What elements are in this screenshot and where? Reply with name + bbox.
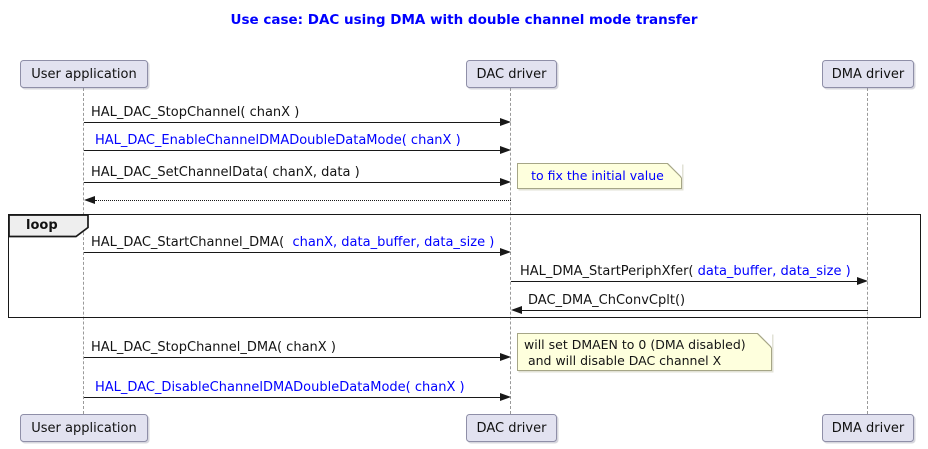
message-arrow-ch-conv-cplt (522, 310, 868, 311)
message-label-stop-channel: HAL_DAC_StopChannel( chanX ) (91, 105, 299, 120)
label-black-part: DAC_DMA_ChConvCplt() (528, 293, 686, 308)
participant-dma-driver-bottom: DMA driver (822, 414, 914, 442)
message-arrow-stop-channel-dma (84, 357, 501, 358)
lifeline-user-application (83, 88, 84, 414)
participant-user-application-top: User application (20, 60, 148, 88)
diagram-title: Use case: DAC using DMA with double chan… (230, 12, 698, 28)
message-label-start-periph-xfer: HAL_DMA_StartPeriphXfer( data_buffer, da… (520, 264, 851, 279)
participant-label: DMA driver (831, 66, 905, 82)
label-black-part: HAL_DAC_StartChannel_DMA( (91, 235, 289, 250)
message-label-disable-double-data-mode: HAL_DAC_DisableChannelDMADoubleDataMode(… (95, 380, 465, 395)
message-arrow-enable-double-data-mode (84, 150, 501, 151)
message-arrow-start-periph-xfer (511, 281, 858, 282)
arrowhead-right-icon (500, 118, 511, 126)
participant-label: DAC driver (476, 66, 547, 82)
loop-frame-tab (8, 214, 89, 238)
message-label-stop-channel-dma: HAL_DAC_StopChannel_DMA( chanX ) (91, 340, 336, 355)
note-text: to fix the initial value (531, 168, 664, 183)
message-arrow-set-channel-data (84, 182, 501, 183)
participant-dma-driver-top: DMA driver (822, 60, 914, 88)
message-arrow-start-channel-dma (84, 252, 501, 253)
return-arrow (95, 200, 511, 201)
note-text-line1: will set DMAEN to 0 (DMA disabled) (524, 337, 746, 352)
message-arrow-stop-channel (84, 122, 501, 123)
note-initial-value: to fix the initial value (517, 163, 682, 189)
arrowhead-right-icon (500, 248, 511, 256)
loop-frame (8, 214, 921, 318)
note-fold-icon (667, 163, 682, 178)
arrowhead-right-icon (500, 146, 511, 154)
message-label-start-channel-dma: HAL_DAC_StartChannel_DMA( chanX, data_bu… (91, 235, 494, 250)
arrowhead-right-icon (857, 277, 868, 285)
message-label-ch-conv-cplt: DAC_DMA_ChConvCplt() (528, 293, 685, 308)
label-blue-part: chanX, data_buffer, data_size ) (288, 235, 495, 250)
loop-frame-label: loop (26, 218, 58, 233)
arrowhead-right-icon (500, 393, 511, 401)
message-arrow-disable-double-data-mode (84, 397, 501, 398)
arrowhead-left-icon (84, 196, 95, 204)
participant-dac-driver-bottom: DAC driver (466, 414, 557, 442)
arrowhead-right-icon (500, 178, 511, 186)
label-blue-part: HAL_DAC_DisableChannelDMADoubleDataMode(… (95, 380, 465, 395)
label-blue-part: HAL_DAC_EnableChannelDMADoubleDataMode( … (95, 133, 461, 148)
arrowhead-left-icon (511, 306, 522, 314)
note-text-line2: and will disable DAC channel X (524, 353, 722, 368)
message-label-enable-double-data-mode: HAL_DAC_EnableChannelDMADoubleDataMode( … (95, 133, 461, 148)
label-black-part: HAL_DAC_SetChannelData( chanX, data ) (91, 165, 360, 180)
lifeline-dma-driver (867, 88, 868, 414)
message-label-set-channel-data: HAL_DAC_SetChannelData( chanX, data ) (91, 165, 360, 180)
note-stop-effect: will set DMAEN to 0 (DMA disabled) and w… (517, 333, 772, 371)
label-black-part: HAL_DMA_StartPeriphXfer( (520, 264, 698, 279)
label-black-part: HAL_DAC_StopChannel_DMA( chanX ) (91, 340, 336, 355)
participant-label: DMA driver (831, 420, 905, 436)
note-fold-icon (757, 333, 772, 348)
label-blue-part: data_buffer, data_size ) (697, 264, 851, 279)
label-black-part: HAL_DAC_StopChannel( chanX ) (91, 105, 300, 120)
participant-user-application-bottom: User application (20, 414, 148, 442)
participant-label: DAC driver (476, 420, 547, 436)
arrowhead-right-icon (500, 353, 511, 361)
participant-label: User application (31, 66, 137, 82)
participant-label: User application (31, 420, 137, 436)
participant-dac-driver-top: DAC driver (466, 60, 557, 88)
